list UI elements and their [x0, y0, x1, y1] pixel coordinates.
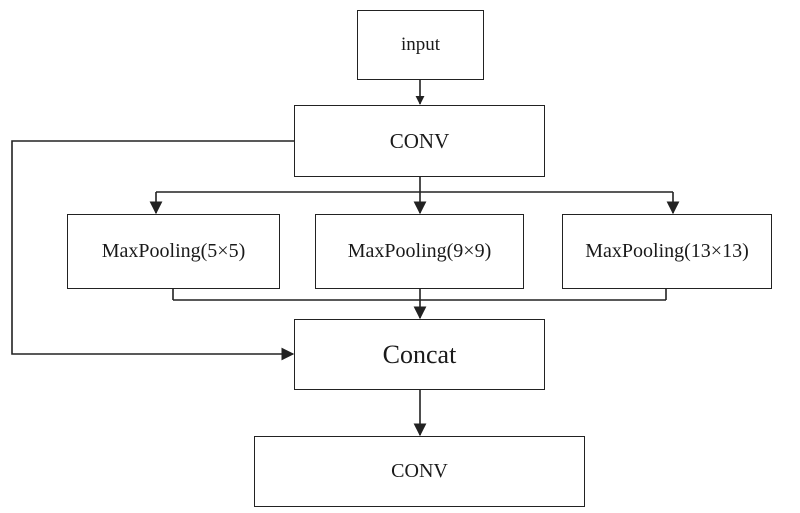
maxpool-13-label: MaxPooling(13×13) — [585, 240, 749, 262]
conv-top-label: CONV — [389, 128, 450, 153]
conv-node-top: CONV — [294, 105, 545, 177]
input-node: input — [357, 10, 484, 80]
concat-label: Concat — [382, 339, 457, 369]
maxpool-5-label: MaxPooling(5×5) — [101, 240, 246, 262]
maxpool-9-node: MaxPooling(9×9) — [315, 214, 524, 289]
concat-node: Concat — [294, 319, 545, 390]
maxpool-5-node: MaxPooling(5×5) — [67, 214, 280, 289]
maxpool-13-node: MaxPooling(13×13) — [562, 214, 772, 289]
maxpool-9-label: MaxPooling(9×9) — [347, 240, 492, 262]
conv-node-bottom: CONV — [254, 436, 585, 507]
conv-bottom-label: CONV — [391, 460, 448, 482]
edge-skip-conv-to-concat — [11, 140, 295, 361]
input-label: input — [400, 34, 441, 55]
